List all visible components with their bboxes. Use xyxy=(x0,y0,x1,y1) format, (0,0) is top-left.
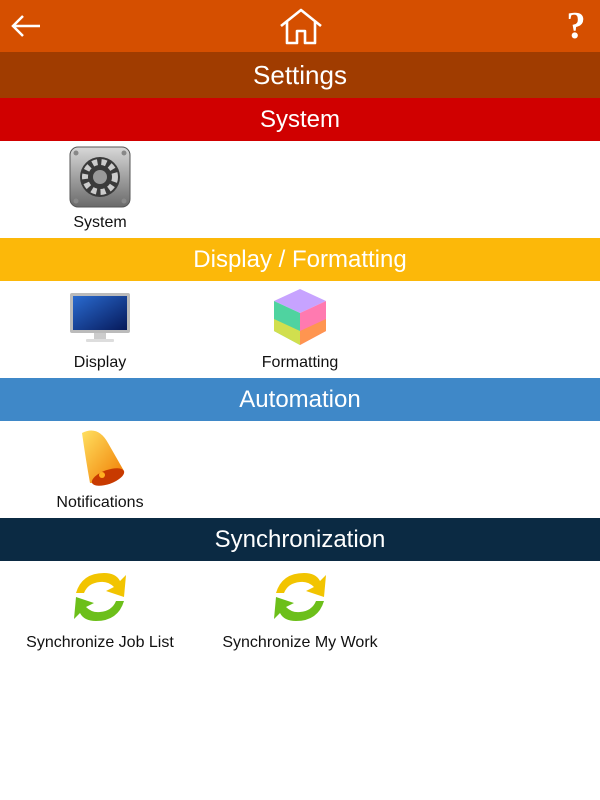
display-settings-item[interactable]: Display xyxy=(0,281,200,378)
help-button[interactable]: ? xyxy=(566,5,586,47)
section-header-system: System xyxy=(0,98,600,141)
color-cube-icon xyxy=(274,289,326,345)
item-label: Synchronize My Work xyxy=(222,634,378,651)
item-label: Display xyxy=(73,354,127,371)
section-system: System xyxy=(0,141,600,238)
back-button[interactable] xyxy=(6,0,46,52)
item-label: Formatting xyxy=(261,354,339,371)
top-bar: ? xyxy=(0,0,600,52)
synchronize-my-work-item[interactable]: Synchronize My Work xyxy=(200,561,400,658)
monitor-icon xyxy=(70,293,130,342)
page-title: Settings xyxy=(0,52,600,98)
section-header-automation: Automation xyxy=(0,378,600,421)
gear-icon xyxy=(69,146,131,208)
item-label: System xyxy=(73,214,127,231)
sync-icon xyxy=(274,573,326,621)
formatting-settings-item[interactable]: Formatting xyxy=(200,281,400,378)
section-synchronization: Synchronize Job List Synchronize My Work xyxy=(0,561,600,658)
sync-icon xyxy=(74,573,126,621)
synchronize-job-list-item[interactable]: Synchronize Job List xyxy=(0,561,200,658)
bell-icon xyxy=(82,430,125,486)
section-automation: Notifications xyxy=(0,421,600,518)
item-label: Synchronize Job List xyxy=(26,634,174,651)
home-icon xyxy=(280,8,322,45)
notifications-settings-item[interactable]: Notifications xyxy=(0,421,200,518)
section-header-synchronization: Synchronization xyxy=(0,518,600,561)
home-button[interactable] xyxy=(276,0,326,52)
system-settings-item[interactable]: System xyxy=(0,141,200,238)
item-label: Notifications xyxy=(56,494,144,511)
arrow-left-icon xyxy=(11,15,40,37)
section-header-display-formatting: Display / Formatting xyxy=(0,238,600,281)
section-display-formatting: Display Formatting xyxy=(0,281,600,378)
